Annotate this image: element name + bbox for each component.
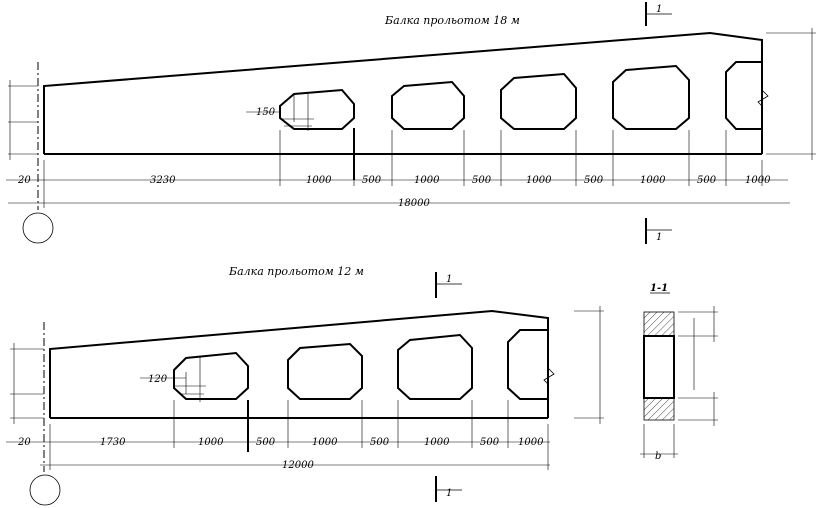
dim-label: 20 <box>17 437 31 448</box>
beam-12m-right-height-dim <box>574 306 604 424</box>
beam-18m-title: Балка прольотом 18 м <box>384 14 520 27</box>
beam-18m-openings: 150 <box>246 61 762 131</box>
opening <box>612 64 690 130</box>
bottom-flange <box>643 397 675 421</box>
opening-partial <box>507 329 548 400</box>
section-width-label: b <box>655 451 661 462</box>
dim-label: 1000 <box>414 175 440 186</box>
hole-offset-18: 150 <box>256 107 276 118</box>
opening <box>279 88 355 130</box>
dim-label: 1000 <box>745 175 771 186</box>
dim-label: 500 <box>584 175 604 186</box>
svg-text:1: 1 <box>656 232 662 243</box>
svg-text:1: 1 <box>446 274 452 285</box>
total-length-12: 12000 <box>282 460 314 471</box>
web-opening <box>643 335 675 399</box>
beam-12m-drawing: Балка прольотом 12 м 1 1 <box>6 265 604 506</box>
cut-marker-top-18: 1 <box>645 2 672 26</box>
opening <box>397 333 473 400</box>
beam-18m-outline <box>43 31 769 180</box>
dim-label: 1000 <box>640 175 666 186</box>
dim-label: 500 <box>362 175 382 186</box>
hole-offset-12: 120 <box>148 374 168 385</box>
dim-label: 500 <box>472 175 492 186</box>
dim-label: 20 <box>17 175 31 186</box>
beam-12m-dimension-chain: 20 1730 1000 500 1000 500 1000 500 1000 … <box>6 400 550 471</box>
opening <box>391 80 465 130</box>
beam-18m-drawing: Балка прольотом 18 м 1 1 <box>6 2 816 244</box>
section-1-1: 1-1 b <box>640 283 718 462</box>
dim-label: 1000 <box>526 175 552 186</box>
section-title: 1-1 <box>650 283 668 294</box>
beam-12m-left-height-dim <box>10 343 44 424</box>
beam-18m-right-height-dim <box>766 28 816 160</box>
beam-18m-dimension-chain: 20 3230 1000 500 1000 500 1000 500 1000 … <box>6 130 790 209</box>
dim-label: 1000 <box>424 437 450 448</box>
cut-marker-bottom-12: 1 <box>435 476 462 502</box>
beam-12m-outline <box>49 309 555 452</box>
opening-partial <box>725 61 762 130</box>
dim-label: 1730 <box>100 437 126 448</box>
beam-18m-left-height-dim <box>8 80 38 160</box>
axis-bubble-18 <box>22 212 54 244</box>
dim-label: 1000 <box>198 437 224 448</box>
opening <box>173 351 249 400</box>
svg-text:1: 1 <box>656 4 662 15</box>
dim-label: 3230 <box>150 175 176 186</box>
axis-bubble-12 <box>29 474 61 506</box>
dim-label: 500 <box>480 437 500 448</box>
opening <box>500 72 577 130</box>
dim-label: 1000 <box>312 437 338 448</box>
beam-12m-openings: 120 <box>140 329 548 402</box>
total-length-18: 18000 <box>398 198 430 209</box>
dim-label: 1000 <box>518 437 544 448</box>
beam-12m-title: Балка прольотом 12 м <box>228 265 364 278</box>
top-flange <box>643 311 675 337</box>
opening <box>287 342 363 400</box>
cut-marker-top-12: 1 <box>435 272 462 298</box>
dim-label: 500 <box>697 175 717 186</box>
dim-label: 1000 <box>306 175 332 186</box>
dim-label: 500 <box>256 437 276 448</box>
svg-text:1: 1 <box>446 488 452 499</box>
cut-marker-bottom-18: 1 <box>645 218 672 244</box>
dim-label: 500 <box>370 437 390 448</box>
